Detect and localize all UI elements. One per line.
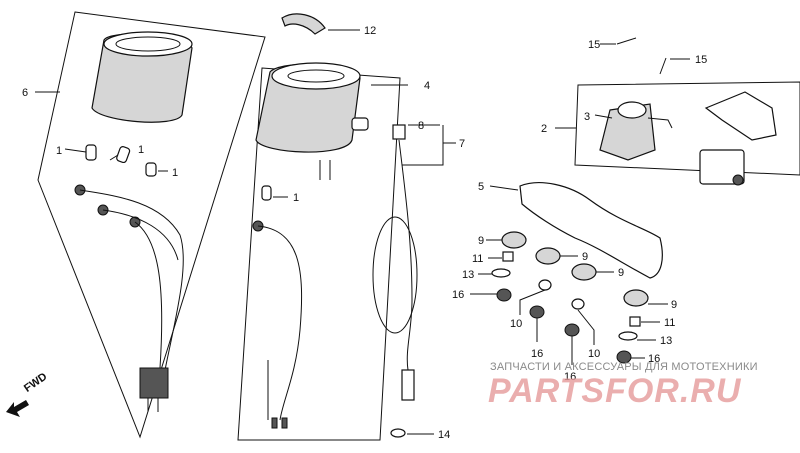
- speedometer-group: 6 1 1 1: [22, 11, 266, 439]
- bolt-head: [538, 279, 552, 291]
- callout-1: 1: [293, 192, 299, 204]
- callout-4: 4: [424, 80, 430, 92]
- callout-1: 1: [172, 167, 178, 179]
- wire-connector: [139, 367, 169, 399]
- speedometer-cable-group: 8 7 14: [372, 120, 465, 441]
- meter-bracket: [519, 182, 663, 279]
- cable-fitting: [351, 117, 369, 131]
- callout-10: 10: [510, 318, 522, 330]
- o-ring: [390, 428, 406, 438]
- bulb: [261, 185, 272, 201]
- lock-housing: [704, 91, 777, 141]
- callout-7: 7: [459, 138, 465, 150]
- grommet: [501, 231, 527, 249]
- forward-arrow-icon: [6, 400, 29, 417]
- screw: [616, 37, 637, 45]
- bulb: [85, 144, 97, 161]
- collar: [502, 251, 514, 262]
- callout-14: 14: [438, 429, 450, 441]
- callout-11: 11: [664, 317, 675, 329]
- callout-1: 1: [56, 145, 62, 157]
- callout-16: 16: [648, 353, 660, 365]
- ignition-key: [647, 117, 673, 129]
- ignition-frame: [574, 81, 800, 176]
- nut: [496, 288, 512, 302]
- tachometer-group: 4 1: [237, 62, 430, 441]
- speedometer-cable: [398, 139, 413, 371]
- mounting-hardware: 9 9 9 9 11 11 13 13 16 16 16 16 10 10: [452, 231, 677, 383]
- collar: [629, 316, 641, 327]
- callout-15: 15: [588, 39, 600, 51]
- callout-9: 9: [671, 299, 677, 311]
- callout-16: 16: [564, 371, 576, 383]
- watermark-tagline: ЗАПЧАСТИ И АКСЕССУАРЫ ДЛЯ МОТОТЕХНИКИ: [490, 361, 758, 373]
- key-cylinder: [617, 101, 647, 119]
- grommet: [535, 247, 561, 265]
- speedometer-frame: [37, 11, 266, 439]
- wire-harness: [79, 189, 184, 371]
- bulb: [116, 146, 131, 164]
- bulb: [145, 162, 157, 177]
- callout-6: 6: [22, 87, 28, 99]
- callout-13: 13: [462, 269, 474, 281]
- lock-assembly: [699, 149, 745, 185]
- nut: [564, 323, 580, 337]
- bracket-group: 5: [478, 181, 663, 279]
- callout-8: 8: [418, 120, 424, 132]
- callout-12: 12: [364, 25, 376, 37]
- callout-9: 9: [478, 235, 484, 247]
- cover-plate: [281, 13, 326, 35]
- cable-loop: [372, 216, 418, 334]
- wire-harness: [257, 225, 303, 421]
- nut: [529, 305, 545, 319]
- cable-nut: [392, 124, 406, 140]
- callout-2: 2: [541, 123, 547, 135]
- grommet: [571, 263, 597, 281]
- callout-9: 9: [582, 251, 588, 263]
- washer: [618, 331, 638, 341]
- bolt-head: [571, 298, 585, 310]
- screw: [659, 57, 667, 75]
- callout-3: 3: [584, 111, 590, 123]
- washer: [491, 268, 511, 278]
- watermark-logo: PARTSFOR.RU: [488, 372, 742, 410]
- callout-16: 16: [452, 289, 464, 301]
- callout-15: 15: [695, 54, 707, 66]
- tachometer-face: [271, 62, 361, 90]
- callout-13: 13: [660, 335, 672, 347]
- callout-9: 9: [618, 267, 624, 279]
- ignition-switch-group: 15 15 3 2: [541, 37, 800, 186]
- nut: [616, 350, 632, 364]
- callout-16: 16: [531, 348, 543, 360]
- cable-end: [401, 369, 415, 401]
- callout-1: 1: [138, 144, 144, 156]
- callout-5: 5: [478, 181, 484, 193]
- speedometer-face: [103, 31, 193, 57]
- grommet: [623, 289, 649, 307]
- callout-11: 11: [472, 253, 483, 265]
- callout-10: 10: [588, 348, 600, 360]
